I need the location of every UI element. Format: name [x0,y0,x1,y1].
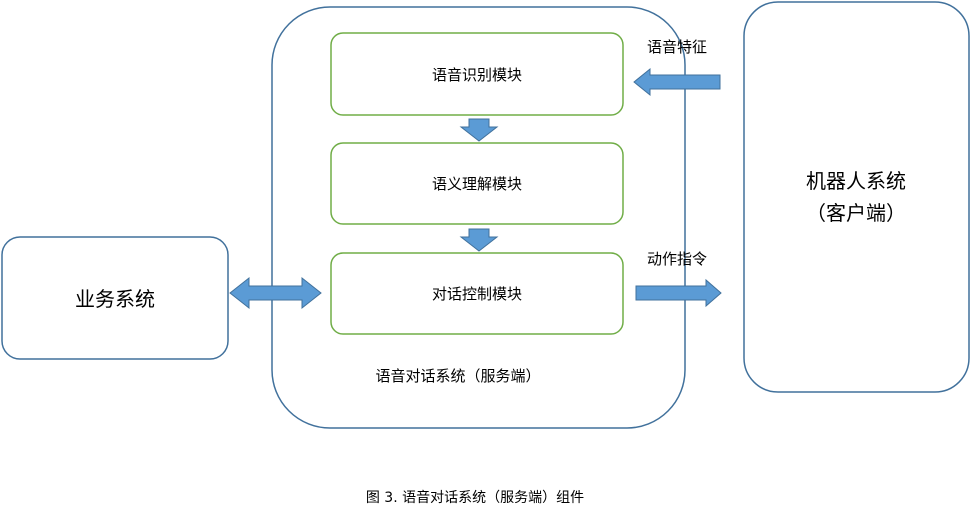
arrow-asr-to-nlu [459,118,499,142]
server-caption: 语音对话系统（服务端） [375,367,540,385]
arrow-action-commands [635,278,722,308]
business-system-label: 业务系统 [75,287,155,311]
business-system-box [1,236,229,360]
action-commands-label: 动作指令 [647,250,707,268]
robot-system-sublabel: （客户端） [806,201,906,225]
asr-module-label: 语音识别模块 [432,66,522,84]
asr-module-box [330,32,624,116]
robot-system-label: 机器人系统 [806,169,906,193]
dm-module-label: 对话控制模块 [432,285,522,303]
robot-system-box [743,1,970,393]
arrow-speech-features [633,67,721,97]
speech-features-label: 语音特征 [647,38,707,56]
arrow-nlu-to-dm [459,228,499,252]
dm-module-box [330,252,624,335]
figure-caption: 图 3. 语音对话系统（服务端）组件 [366,489,584,506]
arrow-business-dm-bidirectional [229,276,322,310]
nlu-module-label: 语义理解模块 [432,175,522,193]
nlu-module-box [330,142,624,225]
